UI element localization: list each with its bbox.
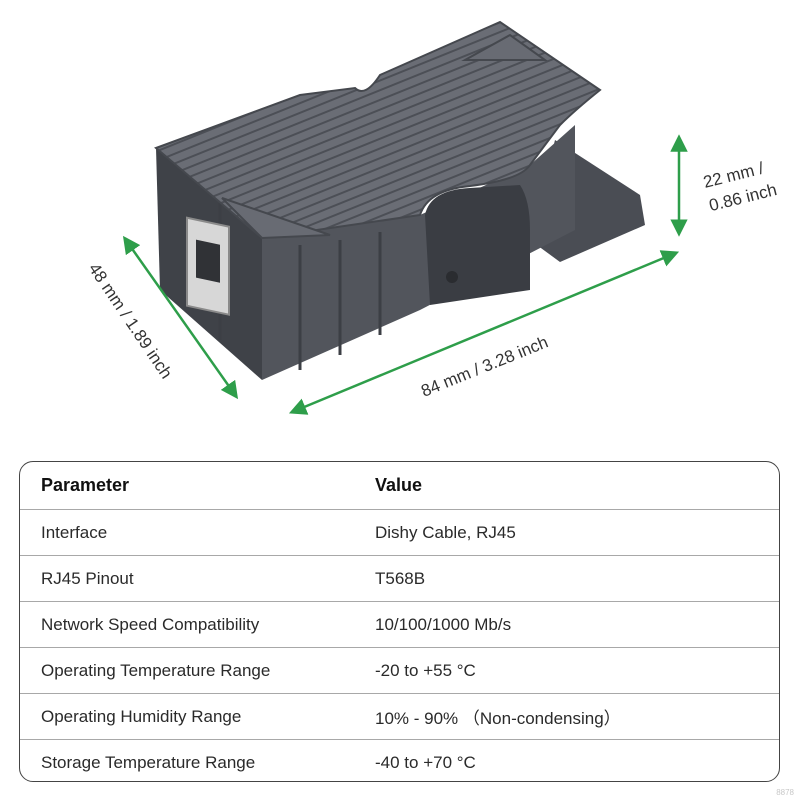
length-label: 84 mm / 3.28 inch <box>418 332 550 400</box>
row-value: Dishy Cable, RJ45 <box>375 522 516 542</box>
table-row: Operating Humidity Range 10% - 90% （Non-… <box>20 693 779 739</box>
table-header-row: Parameter Value <box>20 462 779 509</box>
row-parameter: Storage Temperature Range <box>41 752 256 772</box>
table-row: Operating Temperature Range -20 to +55 °… <box>20 647 779 693</box>
device-drawing <box>154 20 645 380</box>
rj45-port-icon <box>186 216 230 316</box>
row-value: 10/100/1000 Mb/s <box>375 614 512 634</box>
row-parameter: Operating Humidity Range <box>41 706 242 726</box>
header-value: Value <box>375 475 423 495</box>
row-parameter: Network Speed Compatibility <box>41 614 260 634</box>
corner-triangle-right <box>461 33 549 61</box>
row-value: -20 to +55 °C <box>375 660 476 680</box>
row-value: 10% - 90% （Non-condensing） <box>375 709 621 728</box>
product-illustration: 22 mm / 0.86 inch 48 mm / 1.89 inch 84 m… <box>85 20 779 415</box>
spec-table: Parameter Value Interface Dishy Cable, R… <box>19 461 780 782</box>
row-value: -40 to +70 °C <box>375 752 476 772</box>
width-arrow <box>122 235 239 400</box>
table-row: Network Speed Compatibility 10/100/1000 … <box>20 601 779 647</box>
device-top <box>154 20 602 240</box>
screw-hole <box>446 271 458 283</box>
height-label: 22 mm / 0.86 inch <box>701 159 778 216</box>
row-parameter: Operating Temperature Range <box>41 660 271 680</box>
table-row: Interface Dishy Cable, RJ45 <box>20 509 779 555</box>
watermark-text: 8878 <box>776 788 794 797</box>
dimension-arrows <box>122 134 688 415</box>
row-value: T568B <box>375 568 426 588</box>
header-parameter: Parameter <box>41 475 130 495</box>
cable-notch <box>425 185 530 305</box>
table-row: Storage Temperature Range -40 to +70 °C <box>20 739 779 781</box>
length-arrow <box>288 250 680 415</box>
row-parameter: Interface <box>41 522 108 542</box>
table-row: RJ45 Pinout T568B <box>20 555 779 601</box>
row-parameter: RJ45 Pinout <box>41 568 134 588</box>
corner-triangle-left <box>221 197 331 240</box>
